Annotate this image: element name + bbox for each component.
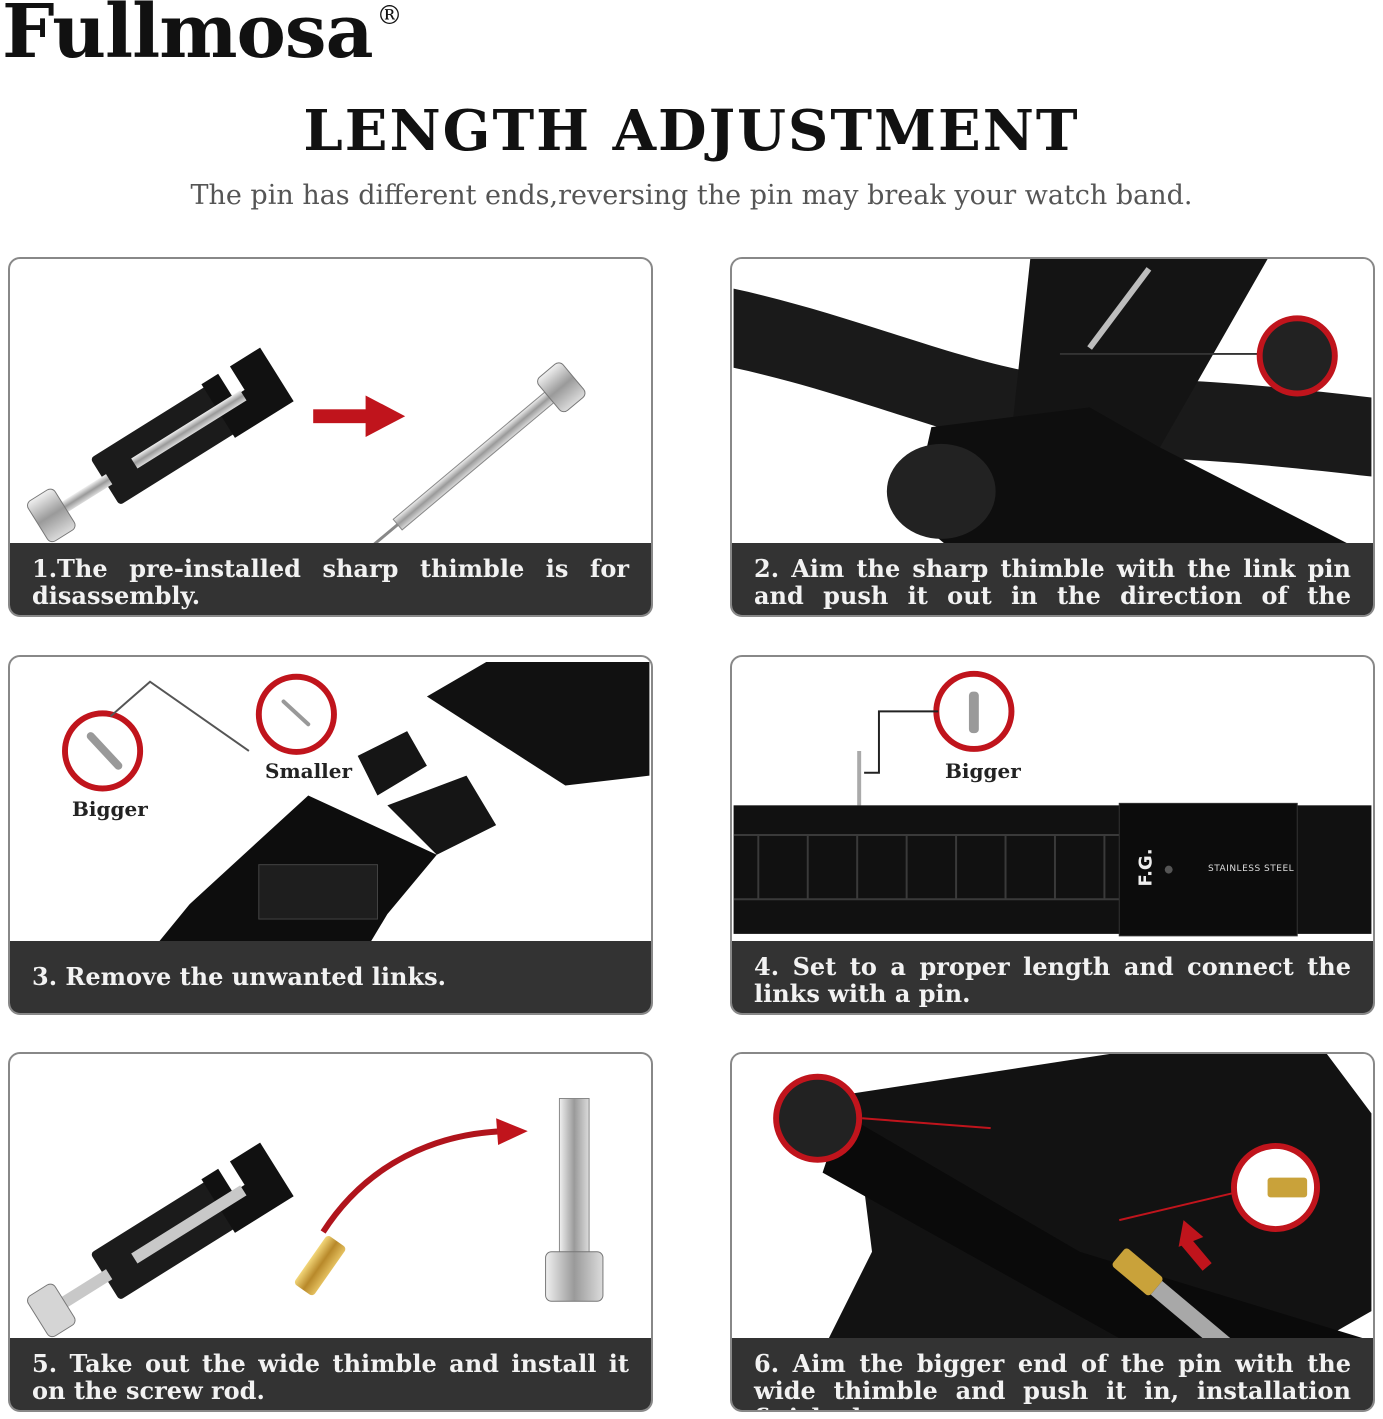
bigger-label: Bigger (945, 759, 1021, 783)
step-6-panel: 6. Aim the bigger end of the pin with th… (730, 1052, 1375, 1412)
red-arrow-icon (1178, 1220, 1204, 1247)
bigger-end-zoom-icon (62, 710, 144, 792)
step-5-panel: 5. Take out the wide thimble and install… (8, 1052, 653, 1412)
clasp-text: STAINLESS STEEL (1208, 864, 1295, 874)
brass-thimble-icon (294, 1236, 346, 1296)
step-6-caption: 6. Aim the bigger end of the pin with th… (732, 1338, 1373, 1410)
red-arrow-icon (313, 395, 406, 437)
assembled-band-illustration (733, 670, 1372, 937)
page-title: LENGTH ADJUSTMENT (303, 98, 1080, 164)
smaller-end-zoom-icon (255, 673, 337, 755)
registered-mark: ® (376, 1, 403, 31)
screw-rod-icon (545, 1098, 604, 1302)
zoom-circle-icon (1256, 315, 1338, 397)
step-3-panel: Bigger Smaller 3. Remove the unwanted li… (8, 655, 653, 1015)
step-4-panel: Bigger F.G. STAINLESS STEEL 4. Set to a … (730, 655, 1375, 1015)
step-4-caption: 4. Set to a proper length and connect th… (732, 941, 1373, 1013)
brand-logo: Fullmosa® (2, 0, 403, 75)
bigger-end-zoom-icon (933, 670, 1015, 752)
screw-pin-icon (362, 362, 586, 555)
step-2-panel: 2. Aim the sharp thimble with the link p… (730, 257, 1375, 617)
step-3-caption: 3. Remove the unwanted links. (10, 941, 651, 1013)
smaller-label: Smaller (265, 759, 353, 783)
pin-install-illustration (733, 1054, 1372, 1410)
pin-remover-tool-icon (27, 347, 294, 543)
brand-name: Fullmosa (2, 0, 374, 75)
bigger-label: Bigger (72, 797, 148, 821)
page-subtitle: The pin has different ends,reversing the… (190, 180, 1193, 211)
band-engraving: F.G. (1135, 848, 1157, 887)
step-2-caption: 2. Aim the sharp thimble with the link p… (732, 543, 1373, 615)
tool-with-pin-illustration (27, 347, 586, 555)
zoom-circle-right-icon (1230, 1143, 1320, 1232)
pin-remover-tool-icon (27, 1142, 294, 1338)
zoom-circle-left-icon (773, 1073, 863, 1163)
step-1-caption: 1.The pre-installed sharp thimble is for… (10, 543, 651, 615)
thimble-install-illustration (27, 1098, 604, 1338)
step-1-panel: 1.The pre-installed sharp thimble is for… (8, 257, 653, 617)
red-curved-arrow-icon (496, 1118, 528, 1145)
step-5-caption: 5. Take out the wide thimble and install… (10, 1338, 651, 1410)
